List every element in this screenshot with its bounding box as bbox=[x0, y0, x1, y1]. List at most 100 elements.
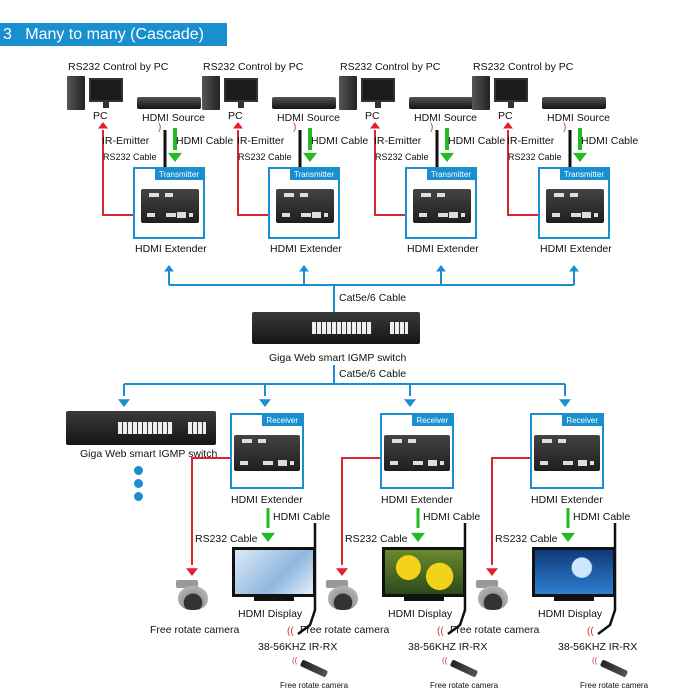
port-icon bbox=[421, 193, 431, 197]
hdmi-extender-icon bbox=[141, 189, 199, 223]
cable-label-top: Cat5e/6 Cable bbox=[339, 292, 407, 304]
port-icon bbox=[542, 439, 552, 443]
port-icon bbox=[390, 461, 398, 465]
hdmi-source-label: HDMI Source bbox=[277, 112, 341, 124]
port-icon bbox=[540, 461, 548, 465]
port-icon bbox=[570, 193, 578, 197]
pc-label: PC bbox=[93, 110, 108, 122]
remote-label: Free rotate camera bbox=[580, 681, 649, 690]
hdmi-arrow bbox=[573, 152, 587, 162]
port-icon bbox=[461, 213, 465, 217]
port-icon bbox=[590, 461, 594, 465]
port-icon bbox=[284, 193, 294, 197]
port-icon bbox=[166, 213, 176, 217]
network-arrow-down bbox=[559, 399, 571, 407]
network-arrow-up bbox=[569, 265, 579, 272]
ir-signal-icon: (( bbox=[292, 656, 298, 665]
hdmi-extender-icon bbox=[546, 189, 604, 223]
rs232-cable-label: RS232 Cable bbox=[195, 533, 258, 545]
hdmi-display-icon bbox=[232, 547, 316, 597]
hdmi-extender-icon bbox=[234, 435, 300, 471]
ir-emitter-icon: ) bbox=[563, 122, 567, 133]
network-arrow-up bbox=[436, 265, 446, 272]
switch-label: Giga Web smart IGMP switch bbox=[269, 352, 407, 364]
transmitter-tag: Transmitter bbox=[154, 169, 203, 180]
more-dot-icon bbox=[134, 479, 143, 488]
control-label: RS232 Control by PC bbox=[473, 61, 574, 73]
hdmi-arrow bbox=[561, 532, 575, 542]
transmitter-box: Transmitter bbox=[268, 167, 340, 239]
port-icon bbox=[440, 461, 444, 465]
rs232-arrow bbox=[98, 122, 108, 129]
hdmi-display-label: HDMI Display bbox=[238, 608, 303, 620]
camera-dome bbox=[178, 586, 208, 610]
rs232-cable-line bbox=[491, 457, 532, 565]
port-icon bbox=[189, 213, 193, 217]
hdmi-source-label: HDMI Source bbox=[142, 112, 206, 124]
hdmi-extender-label: HDMI Extender bbox=[270, 243, 342, 255]
ir-emitter-label: IR-Emitter bbox=[374, 135, 422, 147]
cascade-switch-icon bbox=[66, 411, 216, 445]
rs232-cable-label: RS232 Cable bbox=[345, 533, 408, 545]
port-icon bbox=[437, 193, 445, 197]
display-stand bbox=[554, 597, 594, 601]
port-icon bbox=[300, 193, 308, 197]
cascade-switch-label: Giga Web smart IGMP switch bbox=[80, 448, 218, 460]
hdmi-source-icon bbox=[137, 97, 201, 109]
port-icon bbox=[408, 439, 416, 443]
port-icon bbox=[149, 193, 159, 197]
hdmi-extender-icon bbox=[534, 435, 600, 471]
port-icon bbox=[552, 213, 560, 217]
hdmi-cable-label: HDMI Cable bbox=[311, 135, 369, 147]
rs232-cable-line bbox=[191, 457, 232, 565]
remote-label: Free rotate camera bbox=[280, 681, 349, 690]
more-dot-icon bbox=[134, 492, 143, 501]
transmitter-box: Transmitter bbox=[405, 167, 477, 239]
hdmi-extender-icon bbox=[276, 189, 334, 223]
transmitter-box: Transmitter bbox=[133, 167, 205, 239]
port-icon bbox=[242, 439, 252, 443]
rs232-arrow bbox=[336, 568, 348, 576]
hdmi-source-label: HDMI Source bbox=[547, 112, 611, 124]
hdmi-source-icon bbox=[272, 97, 336, 109]
port-icon bbox=[571, 213, 581, 217]
rs232-arrow bbox=[186, 568, 198, 576]
hdmi-display-icon bbox=[382, 547, 466, 597]
pc-monitor-icon bbox=[361, 78, 395, 108]
rs232-cable-line bbox=[507, 130, 540, 216]
ir-receiver-icon: (( bbox=[437, 626, 444, 637]
cable-label-bottom: Cat5e/6 Cable bbox=[339, 368, 407, 380]
port-icon bbox=[413, 461, 423, 465]
network-arrow-down bbox=[404, 399, 416, 407]
camera-mount bbox=[176, 580, 198, 588]
pc-label: PC bbox=[365, 110, 380, 122]
port-icon bbox=[419, 213, 427, 217]
hdmi-extender-icon bbox=[413, 189, 471, 223]
port-icon bbox=[301, 213, 311, 217]
ir-signal-icon: (( bbox=[592, 656, 598, 665]
port-icon bbox=[582, 212, 591, 218]
port-icon bbox=[594, 213, 598, 217]
rs232-cable-line bbox=[341, 457, 382, 565]
network-arrow-up bbox=[164, 265, 174, 272]
hdmi-extender-label: HDMI Extender bbox=[381, 494, 453, 506]
rs232-arrow bbox=[370, 122, 380, 129]
hdmi-arrow bbox=[411, 532, 425, 542]
pc-monitor-icon bbox=[224, 78, 258, 108]
hdmi-cable-label: HDMI Cable bbox=[573, 511, 631, 523]
hdmi-extender-label: HDMI Extender bbox=[540, 243, 612, 255]
hdmi-cable-label: HDMI Cable bbox=[423, 511, 481, 523]
network-arrow-down bbox=[259, 399, 271, 407]
receiver-tag: Receiver bbox=[412, 415, 452, 426]
receiver-tag: Receiver bbox=[562, 415, 602, 426]
port-icon bbox=[449, 212, 458, 218]
hdmi-extender-label: HDMI Extender bbox=[407, 243, 479, 255]
hdmi-extender-label: HDMI Extender bbox=[135, 243, 207, 255]
camera-label: Free rotate camera bbox=[450, 624, 540, 636]
control-label: RS232 Control by PC bbox=[340, 61, 441, 73]
remote-label: Free rotate camera bbox=[430, 681, 499, 690]
pc-monitor-icon bbox=[494, 78, 528, 108]
section-title: 3 Many to many (Cascade) bbox=[0, 23, 227, 46]
hdmi-cable-label: HDMI Cable bbox=[581, 135, 639, 147]
